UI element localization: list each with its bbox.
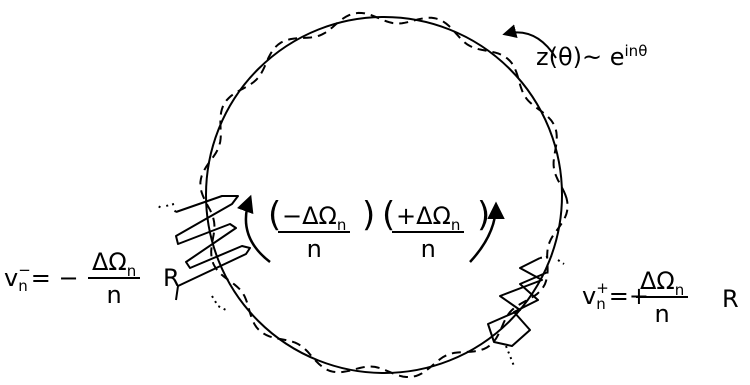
left-rotation-close: ) [362, 198, 375, 232]
left-rotation-numerator: −ΔΩ [282, 202, 337, 230]
right-rotation-fraction: +ΔΩn n [392, 204, 464, 261]
left-rotation-fraction: −ΔΩn n [278, 204, 350, 261]
right-velocity-R: R [722, 287, 739, 311]
right-velocity-numerator: ΔΩ [640, 267, 675, 295]
right-velocity-denominator: n [655, 298, 670, 326]
left-velocity-numerator: ΔΩ [92, 248, 127, 276]
left-wave-bottom-tail [212, 296, 226, 310]
left-wave-packet [176, 196, 250, 300]
mode-label: z(θ)~ einθ [536, 45, 647, 69]
right-rotation-denominator: n [421, 233, 436, 261]
left-velocity-R: R [163, 266, 180, 290]
left-wave-tail [158, 204, 176, 212]
right-rotation-numerator: +ΔΩ [396, 202, 451, 230]
left-velocity-denominator: n [107, 279, 122, 307]
right-velocity-num-sub: n [675, 281, 685, 299]
mode-label-text: z(θ)~ e [536, 43, 625, 71]
left-velocity-fraction: ΔΩn n [88, 250, 140, 307]
left-velocity-num-sub: n [127, 262, 137, 280]
right-rotation-close: ) [477, 198, 490, 232]
left-rotation-arrow [246, 198, 270, 262]
left-velocity-label: v−n= − [4, 263, 79, 295]
left-v: v [4, 264, 18, 292]
left-rotation-denominator: n [307, 233, 322, 261]
left-rotation-num-sub: n [337, 216, 347, 234]
right-v: v [582, 282, 596, 310]
left-v-sub: n [18, 279, 31, 295]
left-v-eq: = − [31, 264, 79, 292]
right-velocity-fraction: ΔΩn n [636, 269, 688, 326]
right-v-sub: n [596, 297, 609, 313]
mode-label-exponent: inθ [625, 42, 648, 60]
right-rotation-num-sub: n [451, 216, 461, 234]
